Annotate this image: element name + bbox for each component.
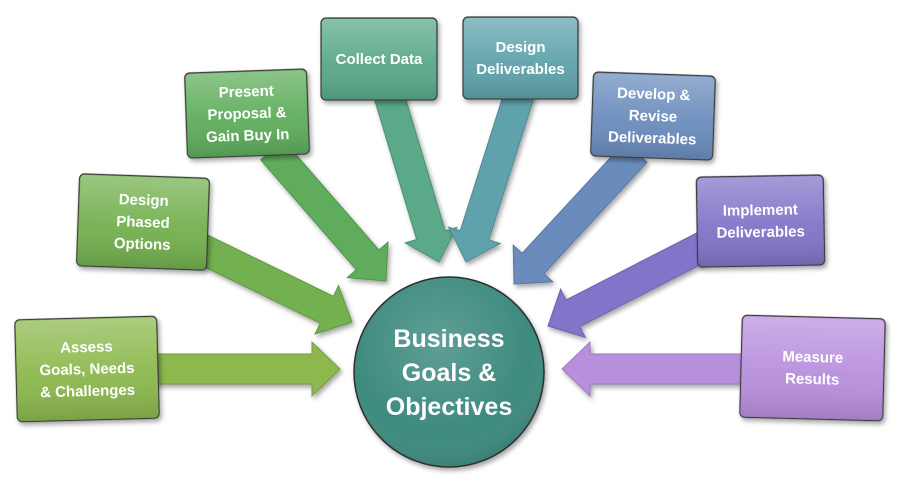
step-label-collect-data: Collect Data (336, 51, 423, 68)
step-label-line: Deliverables (716, 223, 805, 242)
step-label-measure: MeasureResults (782, 348, 844, 389)
step-label-line: Implement (723, 201, 798, 219)
arrow-present-proposal (259, 139, 389, 282)
step-box-gloss (322, 19, 436, 99)
step-box-design-phased: DesignPhasedOptions (76, 173, 210, 271)
step-box-gloss (15, 317, 159, 421)
step-label-line: Gain Buy In (206, 126, 290, 146)
step-label-line: Deliverables (608, 128, 697, 148)
step-label-line: Revise (629, 107, 678, 126)
step-label-line: Present (218, 83, 274, 102)
center-label-line: Objectives (386, 393, 512, 421)
arrows-layer (149, 86, 749, 398)
step-boxes-layer: AssessGoals, Needs & Challenges DesignPhas… (14, 16, 886, 423)
arrow-assess (149, 340, 341, 398)
step-label-line: Develop & (617, 85, 691, 105)
arrow-develop-revise (512, 141, 648, 285)
step-box-implement: ImplementDeliverables (695, 174, 826, 268)
step-label-develop-revise: Develop & ReviseDeliverables (608, 84, 698, 148)
step-box-develop-revise: Develop & ReviseDeliverables (590, 71, 716, 161)
step-label-assess: AssessGoals, Needs & Challenges (39, 338, 136, 401)
arrow-design-deliverables (447, 86, 535, 263)
step-box-gloss (464, 18, 577, 98)
step-label-line: Proposal & (207, 104, 287, 124)
step-box-gloss (697, 175, 824, 267)
center-label-line: Business (393, 325, 504, 353)
step-label-line: Goals, Needs (39, 360, 134, 379)
step-box-gloss (77, 174, 209, 270)
arrow-design-phased (192, 233, 353, 335)
step-label-implement: ImplementDeliverables (716, 201, 805, 242)
arrow-implement (547, 230, 716, 339)
step-label-line: Assess (60, 338, 113, 356)
center-circle-gloss (355, 278, 543, 466)
step-label-line: Design (118, 191, 169, 210)
step-label-line: Phased (116, 213, 170, 232)
step-label-line: Design (495, 39, 545, 56)
step-box-assess: AssessGoals, Needs & Challenges (14, 315, 160, 423)
step-label-line: Measure (782, 348, 843, 367)
step-label-line: Deliverables (476, 61, 564, 78)
arrow-collect-data (372, 87, 458, 263)
step-label-line: Options (114, 235, 171, 254)
step-box-gloss (591, 73, 715, 159)
step-label-line: & Challenges (40, 382, 135, 401)
step-box-measure: MeasureResults (739, 314, 886, 422)
center-label-line: Goals & (402, 359, 496, 387)
step-box-gloss (740, 316, 885, 420)
step-label-present-proposal: PresentProposal &Gain Buy In (204, 82, 289, 146)
step-box-present-proposal: PresentProposal &Gain Buy In (184, 68, 310, 159)
step-box-collect-data: Collect Data (320, 17, 438, 101)
step-label-design-phased: DesignPhasedOptions (114, 191, 173, 254)
step-label-line: Results (785, 370, 840, 388)
step-label-line: Collect Data (336, 51, 423, 68)
arrow-measure (561, 340, 749, 398)
step-box-gloss (185, 70, 309, 157)
